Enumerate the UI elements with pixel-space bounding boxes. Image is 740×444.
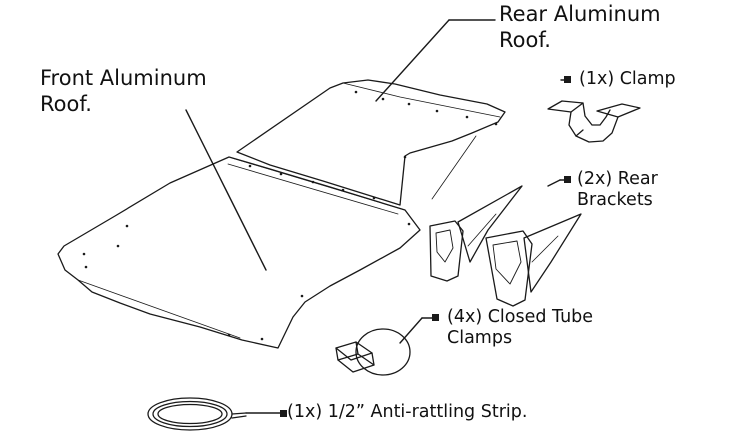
rear-roof-label-line2: Roof. [499, 27, 551, 52]
tube-clamps-label-line1: (4x) Closed Tube [447, 307, 594, 327]
rear-roof-label: Rear Aluminum Roof. [499, 2, 661, 53]
anti-rattling-strip-label-line1: (1x) 1/2” Anti-rattling Strip. [287, 402, 528, 422]
rear-brackets-part [429, 185, 582, 307]
clamp-label: (1x) Clamp [579, 69, 676, 90]
leader-markers [280, 76, 571, 417]
panel-mounting-holes [82, 90, 498, 341]
rear-brackets-label-line2: Brackets [577, 190, 653, 211]
front-roof-label-line1: Front Aluminum [40, 66, 207, 90]
leader-lines [185, 19, 569, 414]
rear-roof-label-line1: Rear Aluminum [499, 2, 661, 26]
rear-aluminum-roof-panel [236, 79, 506, 206]
front-aluminum-roof-panel [57, 156, 421, 349]
closed-tube-clamp-part [335, 328, 411, 376]
clamp-part [547, 100, 641, 143]
anti-rattling-strip-label: (1x) 1/2” Anti-rattling Strip. [287, 402, 527, 423]
front-roof-label-line2: Roof. [40, 91, 92, 116]
rear-brackets-label-line1: (2x) Rear [577, 169, 658, 189]
clamp-label-line1: (1x) Clamp [579, 69, 676, 89]
tube-clamps-label-line2: Clamps [447, 328, 513, 349]
front-roof-label: Front Aluminum Roof. [40, 66, 207, 117]
rear-brackets-label: (2x) Rear Brackets [577, 169, 658, 212]
anti-rattling-strip-part [147, 397, 247, 431]
tube-clamps-label: (4x) Closed Tube Clamps [447, 307, 593, 350]
